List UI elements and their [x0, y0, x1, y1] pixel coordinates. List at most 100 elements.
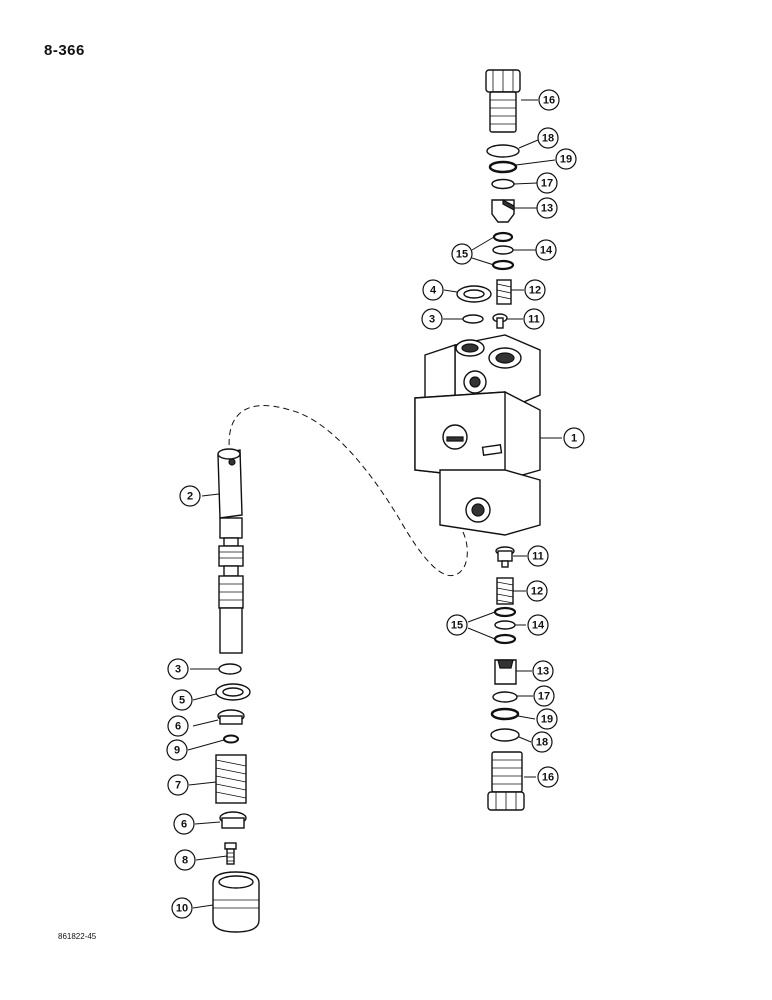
- callout-14: 14: [527, 614, 549, 636]
- callout-2: 2: [179, 485, 201, 507]
- callout-circle: [538, 89, 560, 111]
- callout-label: 1: [571, 433, 577, 445]
- callout-label: 15: [451, 620, 463, 632]
- callout-label: 6: [181, 819, 187, 831]
- upper-oring-18: [486, 144, 520, 158]
- callout-3: 3: [421, 308, 443, 330]
- callout-6: 6: [167, 715, 189, 737]
- callout-15: 15: [446, 614, 468, 636]
- callout-label: 12: [531, 586, 543, 598]
- callout-label: 8: [182, 855, 188, 867]
- callout-label: 3: [429, 314, 435, 326]
- callout-11: 11: [527, 545, 549, 567]
- lower-oring-18: [490, 728, 520, 742]
- callout-circle: [537, 766, 559, 788]
- callout-label: 19: [560, 154, 572, 166]
- spring-7: [215, 754, 247, 804]
- upper-poppet-13: [491, 198, 515, 223]
- callout-label: 15: [456, 249, 468, 261]
- callout-label: 11: [528, 314, 540, 326]
- callout-3: 3: [167, 658, 189, 680]
- callout-label: 4: [430, 285, 437, 297]
- callout-label: 12: [529, 285, 541, 297]
- callout-circle: [533, 685, 555, 707]
- callout-1: 1: [563, 427, 585, 449]
- callout-19: 19: [536, 708, 558, 730]
- callout-9: 9: [166, 739, 188, 761]
- lower-oring-17: [492, 691, 518, 703]
- callout-label: 11: [532, 551, 544, 563]
- callout-circle: [167, 715, 189, 737]
- callout-circle: [451, 243, 473, 265]
- callout-circle: [527, 545, 549, 567]
- callout-circle: [166, 739, 188, 761]
- callout-label: 9: [174, 745, 180, 757]
- lower-relief-cartridge-16: [487, 751, 525, 811]
- callout-circle: [422, 279, 444, 301]
- callout-circle: [536, 708, 558, 730]
- upper-check-11: [492, 313, 508, 329]
- callout-label: 16: [542, 772, 554, 784]
- callout-label: 18: [536, 737, 548, 749]
- bolt-8: [224, 842, 237, 865]
- upper-oring-14: [492, 245, 514, 255]
- callout-label: 17: [538, 691, 550, 703]
- callout-circle: [531, 731, 553, 753]
- spool-routing-line: [228, 405, 468, 577]
- callout-circle: [167, 774, 189, 796]
- end-cap-10: [212, 871, 260, 933]
- callout-14: 14: [535, 239, 557, 261]
- spring-seat-6-lower: [219, 811, 247, 829]
- seal-plate-4: [456, 285, 492, 303]
- callout-circle: [555, 148, 577, 170]
- callout-11: 11: [523, 308, 545, 330]
- leader-lines: [187, 99, 562, 909]
- callout-circle: [537, 127, 559, 149]
- callout-circle: [174, 849, 196, 871]
- callout-16: 16: [537, 766, 559, 788]
- callout-8: 8: [174, 849, 196, 871]
- callout-circle: [446, 614, 468, 636]
- callout-label: 7: [175, 780, 181, 792]
- callout-circle: [421, 308, 443, 330]
- callout-label: 14: [540, 245, 553, 257]
- callout-circle: [523, 308, 545, 330]
- callout-label: 10: [176, 903, 188, 915]
- lower-backup-ring-15a: [493, 606, 517, 618]
- callout-label: 5: [179, 695, 185, 707]
- seal-plate-5: [215, 683, 251, 701]
- callout-label: 2: [187, 491, 193, 503]
- callout-13: 13: [536, 197, 558, 219]
- callout-12: 12: [524, 279, 546, 301]
- callout-label: 13: [541, 203, 553, 215]
- lower-poppet-13: [494, 659, 517, 685]
- page-number: 8-366: [44, 42, 85, 59]
- callout-circle: [526, 580, 548, 602]
- upper-backup-ring-15b: [491, 259, 515, 271]
- callout-label: 14: [532, 620, 545, 632]
- callout-circle: [527, 614, 549, 636]
- lower-spring-12: [496, 577, 514, 605]
- figure-code: 861822-45: [58, 932, 97, 941]
- spool-2: [217, 448, 244, 654]
- callout-10: 10: [171, 897, 193, 919]
- lower-oring-14: [494, 620, 516, 630]
- callout-circle: [563, 427, 585, 449]
- lower-check-11: [495, 546, 515, 568]
- callout-circle: [524, 279, 546, 301]
- upper-spring-12: [496, 279, 512, 305]
- callout-15: 15: [451, 243, 473, 265]
- callout-18: 18: [537, 127, 559, 149]
- callout-4: 4: [422, 279, 444, 301]
- upper-oring-17: [491, 178, 515, 190]
- callout-17: 17: [533, 685, 555, 707]
- callout-circle: [536, 197, 558, 219]
- callout-circle: [532, 660, 554, 682]
- upper-backup-ring-19: [488, 160, 518, 174]
- callout-circle: [171, 689, 193, 711]
- callout-circle: [173, 813, 195, 835]
- lower-backup-ring-19: [490, 707, 520, 721]
- callout-18: 18: [531, 731, 553, 753]
- spool-oring-3: [218, 663, 242, 675]
